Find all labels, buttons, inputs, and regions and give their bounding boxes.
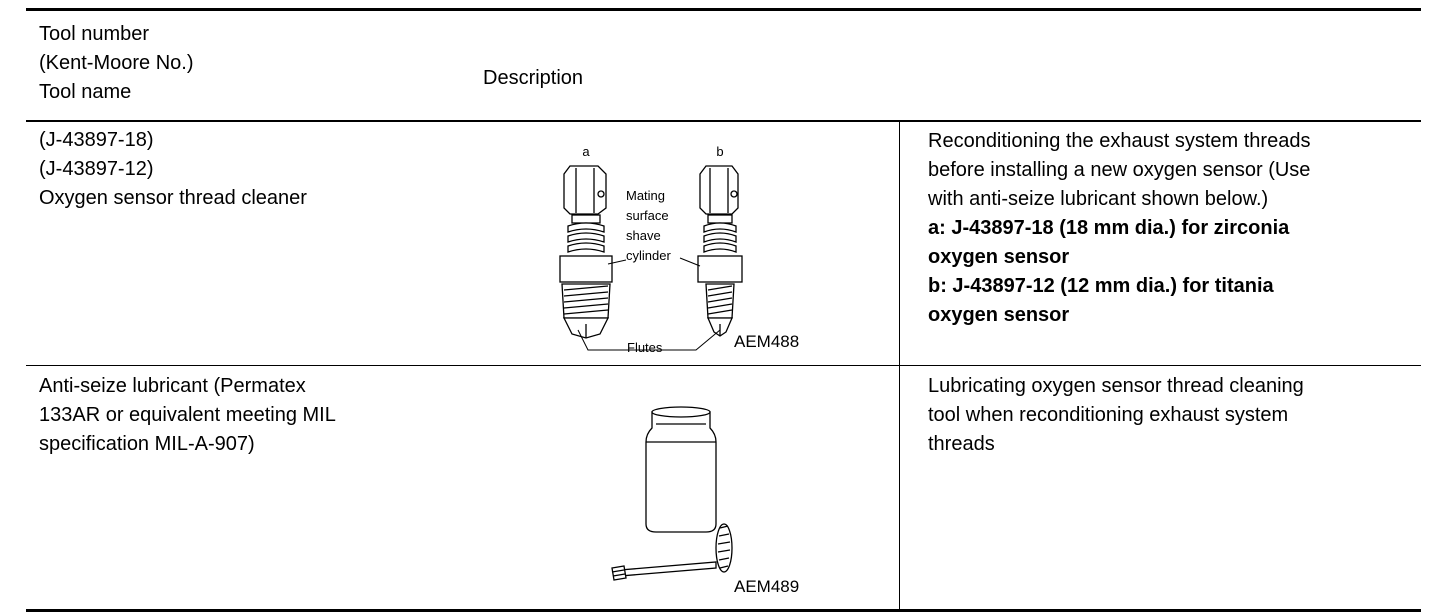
lubricant-figure: AEM489 <box>611 406 799 596</box>
row1-desc-line: before installing a new oxygen sensor (U… <box>928 159 1311 181</box>
header-tool-number: Tool number <box>39 23 150 45</box>
header-description: Description <box>483 67 584 89</box>
row1-desc-b-spec-cont: oxygen sensor <box>928 304 1070 326</box>
callout-cylinder: cylinder <box>626 248 671 263</box>
row1-desc-line: with anti-seize lubricant shown below.) <box>928 188 1269 210</box>
row2-desc-line: threads <box>928 433 995 455</box>
row2-tool-line: Anti-seize lubricant (Permatex <box>39 375 306 397</box>
label-a: a <box>582 144 590 159</box>
header-tool-name: Tool name <box>39 81 132 103</box>
header-tool-column: Tool number (Kent-Moore No.) Tool name <box>39 20 194 107</box>
table-top-rule <box>26 8 1421 11</box>
row1-tool-number-18: (J-43897-18) <box>39 129 154 151</box>
row2-tool-cell: Anti-seize lubricant (Permatex 133AR or … <box>39 372 336 459</box>
row1-description-cell: Reconditioning the exhaust system thread… <box>928 127 1310 330</box>
figure-id-aem489: AEM489 <box>734 577 799 596</box>
row1-desc-line: Reconditioning the exhaust system thread… <box>928 130 1311 152</box>
figure-leader-lines <box>577 257 721 351</box>
thread-cleaner-figure: a b Mating surface shave cylinder Flutes… <box>559 144 799 355</box>
row1-tool-number-12: (J-43897-12) <box>39 158 154 180</box>
row1-desc-a-spec: a: J-43897-18 (18 mm dia.) for zirconia <box>928 217 1290 239</box>
header-kent-moore: (Kent-Moore No.) <box>39 52 194 74</box>
row1-desc-b-spec: b: J-43897-12 (12 mm dia.) for titania <box>928 275 1274 297</box>
table-bottom-rule <box>26 609 1421 612</box>
row1-desc-a-spec-cont: oxygen sensor <box>928 246 1070 268</box>
row2-tool-line: 133AR or equivalent meeting MIL <box>39 404 336 426</box>
row1-tool-name: Oxygen sensor thread cleaner <box>39 187 307 209</box>
row2-desc-line: Lubricating oxygen sensor thread cleanin… <box>928 375 1304 397</box>
bottle-drawing <box>645 406 717 533</box>
row2-desc-line: tool when reconditioning exhaust system <box>928 404 1289 426</box>
thread-cleaner-b-drawing <box>697 165 743 337</box>
header-bottom-rule <box>26 120 1421 122</box>
callout-mating: Mating <box>626 188 665 203</box>
row1-tool-cell: (J-43897-18) (J-43897-12) Oxygen sensor … <box>39 126 307 213</box>
column-divider <box>899 122 900 609</box>
figure-id-aem488: AEM488 <box>734 332 799 351</box>
callout-surface: surface <box>626 208 669 223</box>
callout-flutes: Flutes <box>627 340 663 355</box>
row2-tool-line: specification MIL-A-907) <box>39 433 255 455</box>
row2-description-cell: Lubricating oxygen sensor thread cleanin… <box>928 372 1304 459</box>
label-b: b <box>716 144 723 159</box>
thread-cleaner-a-drawing <box>559 165 613 339</box>
brush-drawing <box>611 523 733 581</box>
row-divider <box>26 365 1421 366</box>
callout-shave: shave <box>626 228 661 243</box>
